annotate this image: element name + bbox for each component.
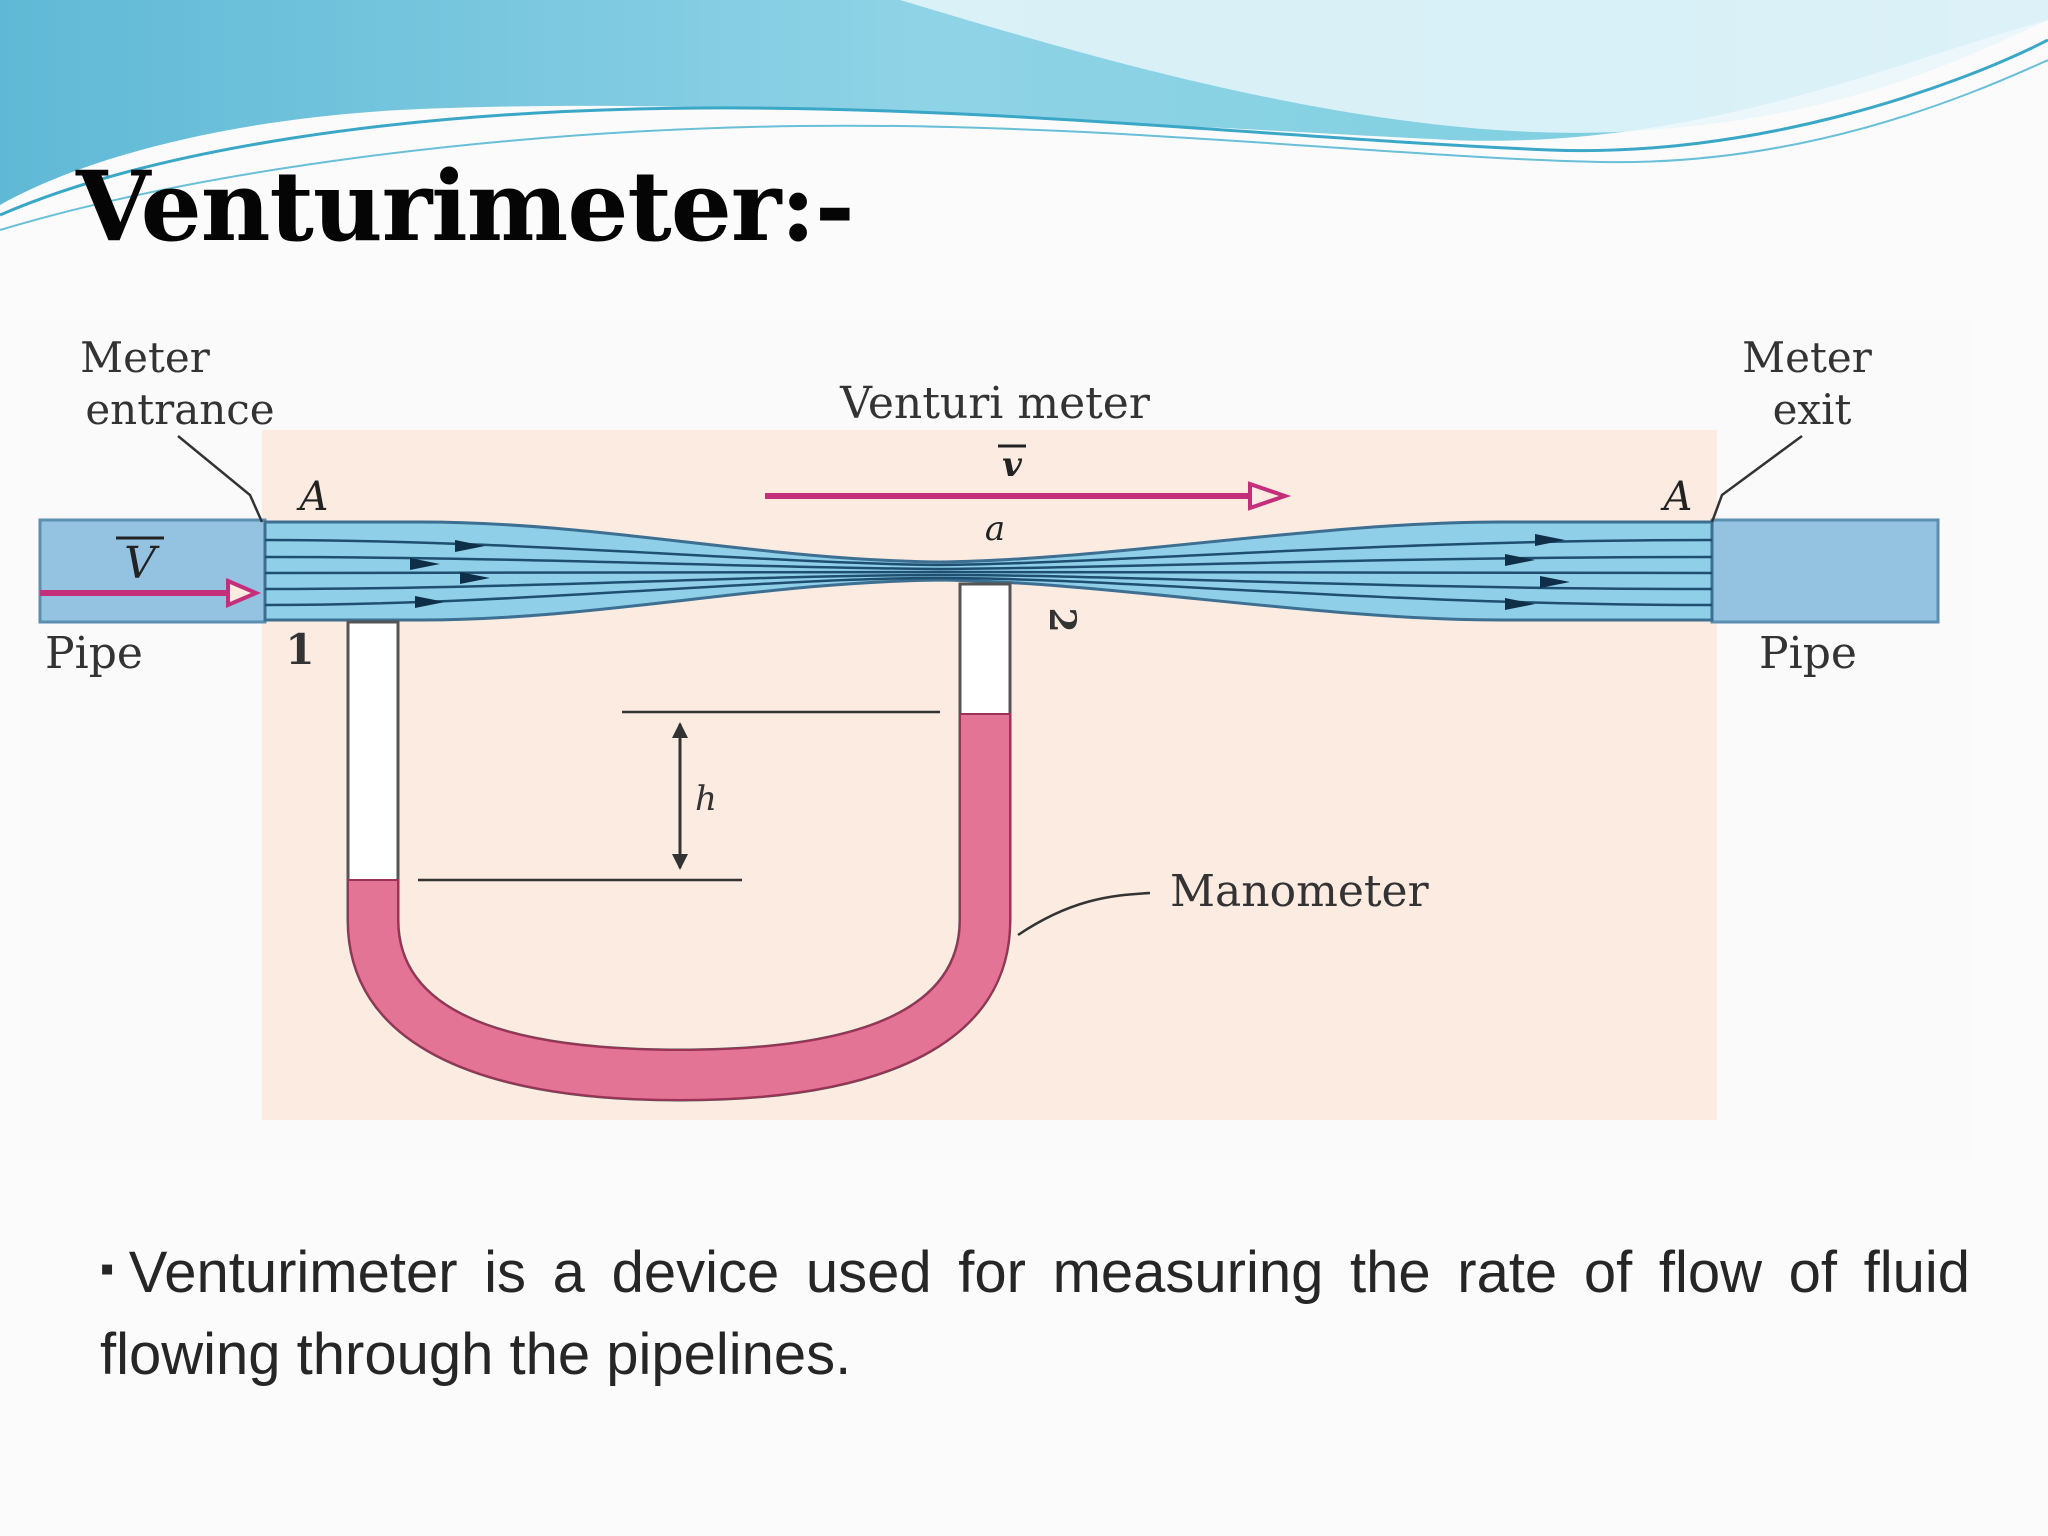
flow-arrowhead [1540,576,1570,588]
section-2-label: 2 [1041,607,1083,632]
slide-title: Venturimeter:- [76,150,855,263]
flow-arrowhead [1535,534,1565,546]
flow-arrowhead [1505,598,1535,610]
meter-entrance-label-line2: entrance [85,385,274,434]
manometer-liquid [347,713,1011,1102]
flow-arrowhead [410,558,440,570]
bullet-point: ▪Venturimeter is a device used for measu… [100,1228,1970,1396]
height-arrow-up [672,722,688,738]
meter-exit-label-line1: Meter [1742,333,1873,382]
pipe-right-label: Pipe [1759,628,1857,679]
bullet-text: Venturimeter is a device used for measur… [100,1240,1970,1387]
height-arrow-down [672,854,688,870]
streamline-arrowheads [410,534,1570,610]
meter-exit-label-line2: exit [1773,385,1852,434]
throat-area-label: a [985,509,1005,549]
streamlines [264,538,1713,607]
pipe-velocity-arrowhead [226,577,262,609]
meter-entrance-label-line1: Meter [80,333,211,382]
throat-velocity-arrowhead [1248,481,1292,511]
pipe-velocity-label: V [124,538,160,589]
manometer [346,582,1012,1102]
flow-arrowhead [415,596,445,608]
flow-arrowhead [460,572,490,584]
flow-arrowhead [1505,554,1535,566]
manometer-leader [1017,891,1151,937]
venturimeter-diagram: Meter entrance Venturi meter Meter exit … [38,333,1940,1120]
header-wave [0,0,2048,231]
section-1-label: 1 [285,625,314,674]
area-left-label: A [296,474,329,520]
height-label: h [695,779,717,819]
pipe-left-label: Pipe [45,628,143,679]
manometer-label: Manometer [1170,866,1430,917]
bullet-marker: ▪ [100,1247,125,1291]
area-right-label: A [1660,474,1693,520]
flow-arrowhead [455,540,485,552]
exit-leader [1710,434,1803,523]
throat-velocity-label: v [1002,445,1023,485]
entrance-leader [177,435,264,523]
venturi-meter-label: Venturi meter [839,378,1151,429]
pipe-right [1710,518,1940,624]
